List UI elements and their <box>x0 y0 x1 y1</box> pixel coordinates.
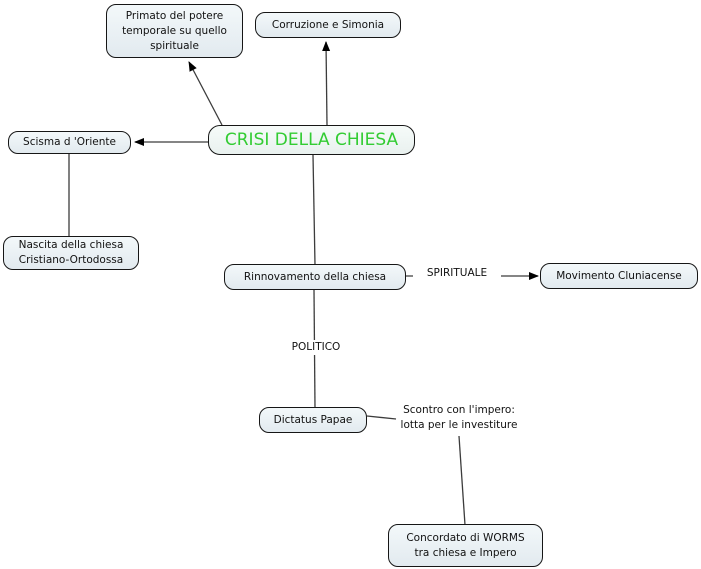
node-rinnovamento-chiesa[interactable]: Rinnovamento della chiesa <box>224 264 406 290</box>
node-crisi-della-chiesa[interactable]: CRISI DELLA CHIESA <box>208 125 415 155</box>
node-nascita-chiesa-ortodossa[interactable]: Nascita della chiesa Cristiano-Ortodossa <box>3 236 139 270</box>
connector-crisi-rinnovamento[interactable] <box>312 154 316 266</box>
node-concordato-worms[interactable]: Concordato di WORMS tra chiesa e Impero <box>388 524 543 567</box>
node-primato-potere[interactable]: Primato del potere temporale su quello s… <box>106 4 243 58</box>
text-scontro-impero[interactable]: Scontro con l'impero: lotta per le inves… <box>400 404 518 431</box>
node-corruzione-simonia[interactable]: Corruzione e Simonia <box>255 12 401 38</box>
node-dictatus-papae[interactable]: Dictatus Papae <box>259 407 367 433</box>
node-scisma-oriente[interactable]: Scisma d 'Oriente <box>8 131 131 154</box>
connector-crisi-corruzione[interactable] <box>322 41 331 126</box>
edge-label-politico[interactable]: POLITICO <box>286 340 346 355</box>
connector-dictatus-scontro[interactable] <box>366 415 397 420</box>
connector-crisi-primato[interactable] <box>188 61 223 126</box>
connector-scontro-concordato[interactable] <box>458 435 466 526</box>
node-movimento-cluniacense[interactable]: Movimento Cluniacense <box>540 263 698 289</box>
edge-label-spirituale[interactable]: SPIRITUALE <box>413 266 501 281</box>
